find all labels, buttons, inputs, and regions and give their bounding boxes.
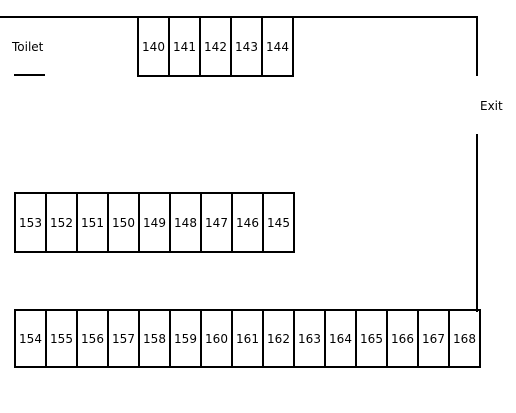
- stall-166: 166: [386, 309, 419, 368]
- stall-167: 167: [417, 309, 450, 368]
- stall-144: 144: [261, 16, 294, 77]
- stall-149: 149: [138, 192, 171, 253]
- stall-162: 162: [262, 309, 295, 368]
- right-wall-lower: [476, 134, 478, 312]
- stall-163: 163: [293, 309, 326, 368]
- stall-154: 154: [14, 309, 47, 368]
- stall-140: 140: [137, 16, 170, 77]
- stall-160: 160: [200, 309, 233, 368]
- stall-153: 153: [14, 192, 47, 253]
- stall-147: 147: [200, 192, 233, 253]
- stall-157: 157: [107, 309, 140, 368]
- stall-148: 148: [169, 192, 202, 253]
- stall-168: 168: [448, 309, 481, 368]
- stall-155: 155: [45, 309, 78, 368]
- right-wall-upper: [476, 16, 478, 76]
- stall-143: 143: [230, 16, 263, 77]
- stall-141: 141: [168, 16, 201, 77]
- stall-152: 152: [45, 192, 78, 253]
- toilet-label: Toilet: [12, 40, 44, 54]
- stall-159: 159: [169, 309, 202, 368]
- stall-146: 146: [231, 192, 264, 253]
- stall-161: 161: [231, 309, 264, 368]
- stall-150: 150: [107, 192, 140, 253]
- stall-145: 145: [262, 192, 295, 253]
- exit-label: Exit: [480, 99, 503, 113]
- stall-151: 151: [76, 192, 109, 253]
- toilet-marker: [14, 74, 45, 76]
- stall-142: 142: [199, 16, 232, 77]
- stall-165: 165: [355, 309, 388, 368]
- stall-156: 156: [76, 309, 109, 368]
- stall-158: 158: [138, 309, 171, 368]
- stall-164: 164: [324, 309, 357, 368]
